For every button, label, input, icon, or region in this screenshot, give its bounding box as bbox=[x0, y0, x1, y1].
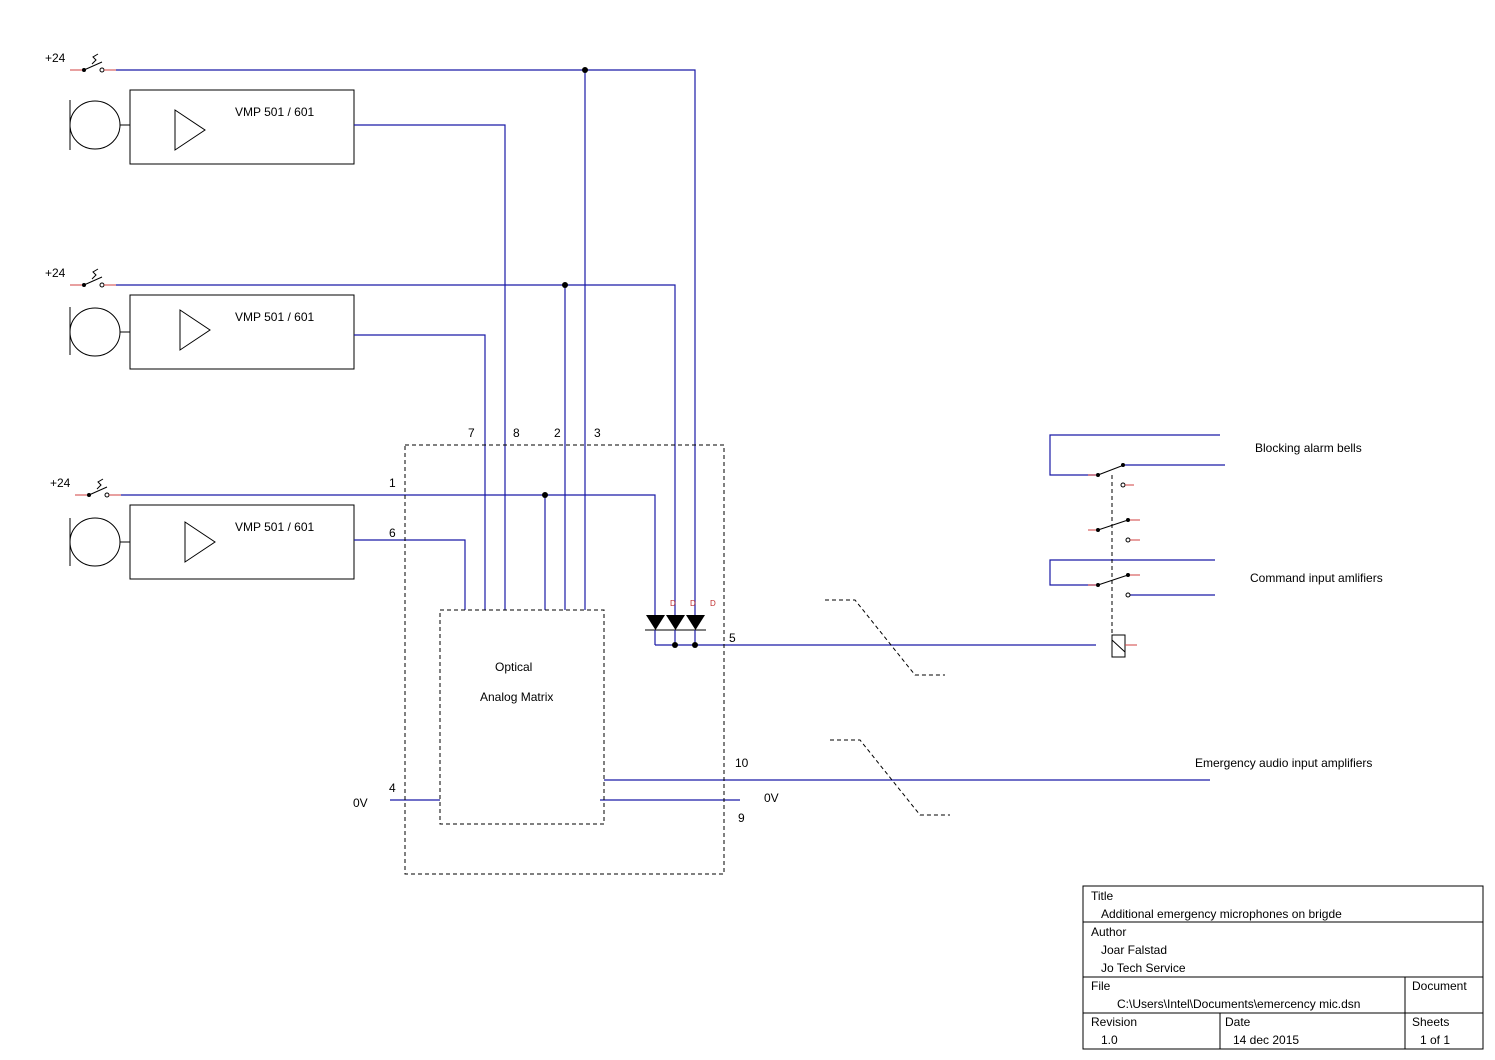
sheets-value: 1 of 1 bbox=[1420, 1033, 1450, 1047]
supply-label-1: +24 bbox=[45, 51, 66, 65]
amplifier-block-1: VMP 501 / 601 bbox=[129, 89, 355, 165]
date-value: 14 dec 2015 bbox=[1233, 1033, 1299, 1047]
matrix-label-1: Optical bbox=[495, 660, 532, 674]
pin-3: 3 bbox=[594, 426, 601, 440]
diode-pin-label: D bbox=[710, 599, 716, 608]
diode-pin-label: D bbox=[670, 599, 676, 608]
amplifier-label-3: VMP 501 / 601 bbox=[235, 520, 314, 534]
matrix-label-2: Analog Matrix bbox=[480, 690, 553, 704]
author-header: Author bbox=[1091, 925, 1126, 939]
relay-contact-3 bbox=[1088, 573, 1140, 598]
diode-2 bbox=[665, 615, 686, 631]
switch-3 bbox=[75, 478, 121, 498]
matrix-block bbox=[439, 609, 605, 825]
channel-1: +24 VMP 501 / 601 bbox=[45, 51, 355, 165]
pin-9: 9 bbox=[738, 811, 745, 825]
zero-volt-output: 0V bbox=[764, 791, 779, 805]
diode-pin-label: D bbox=[690, 599, 696, 608]
switch-1 bbox=[70, 53, 116, 73]
label-emergency-audio: Emergency audio input amplifiers bbox=[1195, 756, 1372, 770]
diode-array: D D D bbox=[645, 599, 716, 648]
cable-break-1 bbox=[825, 599, 945, 676]
file-header: File bbox=[1091, 979, 1111, 993]
document-header: Document bbox=[1412, 979, 1467, 993]
channel-2: +24 VMP 501 / 601 bbox=[45, 266, 355, 370]
relay bbox=[1088, 463, 1140, 658]
relay-contact-1 bbox=[1088, 463, 1134, 488]
amplifier-block-2: VMP 501 / 601 bbox=[129, 294, 355, 370]
amplifier-label-1: VMP 501 / 601 bbox=[235, 105, 314, 119]
label-blocking-alarm-bells: Blocking alarm bells bbox=[1255, 441, 1362, 455]
microphone-icon bbox=[69, 517, 130, 567]
pin-8: 8 bbox=[513, 426, 520, 440]
title-block: Title Additional emergency microphones o… bbox=[1082, 885, 1484, 1050]
diode-3 bbox=[685, 615, 706, 631]
pin-4: 4 bbox=[389, 781, 396, 795]
author-name: Joar Falstad bbox=[1101, 943, 1167, 957]
zero-volt-input: 0V bbox=[353, 796, 368, 810]
title-value: Additional emergency microphones on brig… bbox=[1101, 907, 1342, 921]
switch-2 bbox=[70, 268, 116, 288]
title-header: Title bbox=[1091, 889, 1114, 903]
label-command-input: Command input amlifiers bbox=[1250, 571, 1383, 585]
amplifier-block-3: VMP 501 / 601 bbox=[129, 504, 355, 580]
revision-value: 1.0 bbox=[1101, 1033, 1118, 1047]
supply-label-3: +24 bbox=[50, 476, 71, 490]
diode-1 bbox=[645, 615, 666, 631]
pin-1: 1 bbox=[389, 476, 396, 490]
relay-contact-2 bbox=[1088, 518, 1140, 543]
pin-7: 7 bbox=[468, 426, 475, 440]
sheets-header: Sheets bbox=[1412, 1015, 1449, 1029]
revision-header: Revision bbox=[1091, 1015, 1137, 1029]
wiring bbox=[116, 67, 1225, 801]
pin-numbers: 7 8 2 3 1 6 5 4 10 9 0V 0V bbox=[353, 426, 779, 825]
pin-6: 6 bbox=[389, 526, 396, 540]
microphone-icon bbox=[69, 100, 130, 150]
supply-label-2: +24 bbox=[45, 266, 66, 280]
date-header: Date bbox=[1225, 1015, 1251, 1029]
pin-10: 10 bbox=[735, 756, 749, 770]
file-path: C:\Users\Intel\Documents\emercency mic.d… bbox=[1117, 997, 1360, 1011]
channel-3: +24 VMP 501 / 601 bbox=[50, 476, 355, 580]
author-company: Jo Tech Service bbox=[1101, 961, 1186, 975]
cable-break-2 bbox=[830, 739, 950, 816]
amplifier-label-2: VMP 501 / 601 bbox=[235, 310, 314, 324]
relay-coil bbox=[1111, 634, 1137, 658]
pin-5: 5 bbox=[729, 631, 736, 645]
system-boundary bbox=[404, 444, 725, 875]
pin-2: 2 bbox=[554, 426, 561, 440]
microphone-icon bbox=[69, 307, 130, 357]
